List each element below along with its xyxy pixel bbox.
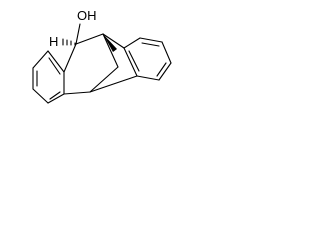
- chemical-structure-diagram: OH H: [32, 8, 172, 104]
- hydroxyl-label: OH: [77, 8, 97, 23]
- left-benzene-ring: [32, 50, 65, 104]
- hashed-wedge-bond: [62, 38, 76, 46]
- hydrogen-label: H: [49, 34, 58, 49]
- bridge-skeleton: [63, 33, 138, 95]
- right-benzene-ring: [123, 37, 172, 81]
- solid-wedge-bond: [103, 34, 117, 52]
- hydroxyl-bond: [75, 23, 81, 45]
